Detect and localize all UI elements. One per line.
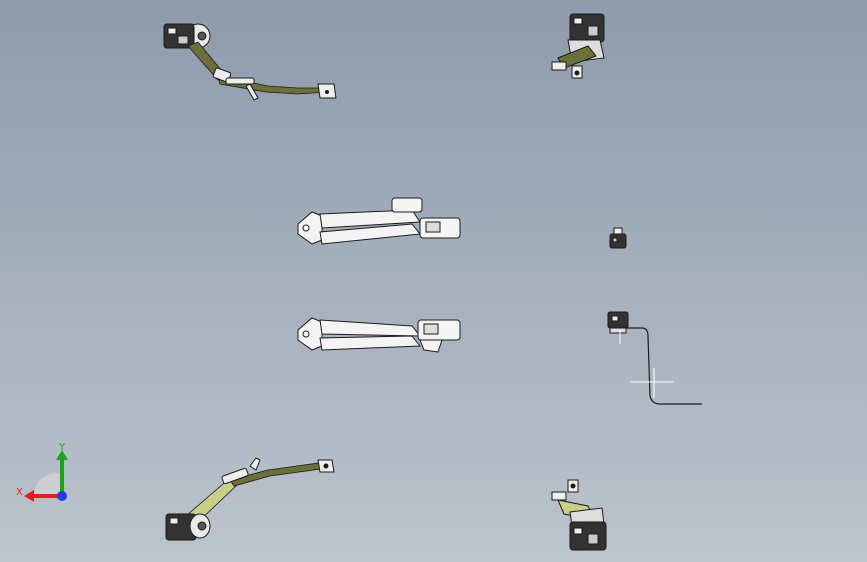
seatbelt-assembly-top-left[interactable] <box>158 18 343 108</box>
retractor-housing <box>163 23 211 49</box>
sensor-with-cable[interactable] <box>602 308 707 408</box>
sensor-small[interactable] <box>604 226 632 252</box>
retractor-top-right[interactable] <box>548 10 618 85</box>
y-axis-label: Y <box>59 442 66 453</box>
buckle-tongue <box>212 67 259 101</box>
retractor-bottom-right[interactable] <box>548 476 618 554</box>
retractor-housing <box>165 513 211 541</box>
seatbelt-assembly-bottom-left[interactable] <box>158 456 343 546</box>
buckle-assembly-lower[interactable] <box>292 312 467 358</box>
buckle-assembly-upper[interactable] <box>292 192 467 250</box>
triad-graphic <box>24 450 68 502</box>
x-axis-label: X <box>16 487 23 498</box>
coordinate-triad: X Y <box>14 440 74 510</box>
